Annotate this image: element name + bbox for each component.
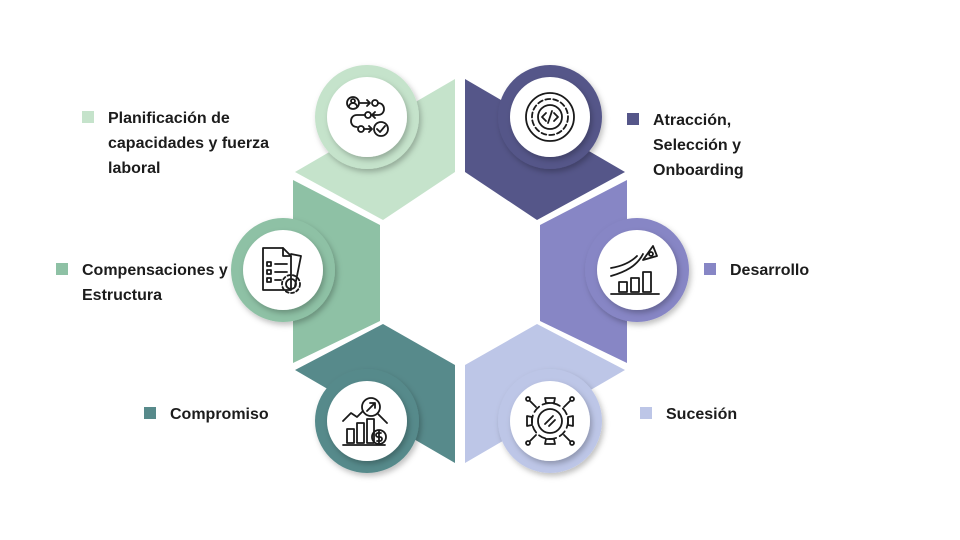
legend-compensaciones: Compensaciones y Estructura bbox=[56, 258, 228, 308]
link-gear-icon bbox=[525, 396, 575, 446]
segment-desarrollo bbox=[540, 180, 627, 363]
circle-inner-sucesion bbox=[510, 381, 590, 461]
segment-compensaciones bbox=[293, 180, 380, 363]
legend-sucesion: Sucesión bbox=[640, 402, 737, 427]
circle-inner-compensaciones bbox=[243, 230, 323, 310]
legend-desarrollo: Desarrollo bbox=[704, 258, 809, 283]
legend-swatch bbox=[144, 407, 156, 419]
legend-swatch bbox=[704, 263, 716, 275]
circle-inner-desarrollo bbox=[597, 230, 677, 310]
documents-gear-icon bbox=[262, 247, 302, 294]
legend-swatch bbox=[82, 111, 94, 123]
rocket-growth-icon bbox=[610, 245, 660, 295]
legend-label: Compromiso bbox=[170, 406, 269, 423]
analytics-money-icon bbox=[342, 397, 388, 446]
legend-atraccion: Atracción, Selección y Onboarding bbox=[627, 108, 744, 183]
workflow-icon bbox=[346, 96, 389, 137]
legend-swatch bbox=[56, 263, 68, 275]
code-gear-icon bbox=[525, 92, 575, 142]
legend-swatch bbox=[627, 113, 639, 125]
legend-label: Planificación de capacidades y fuerza la… bbox=[108, 110, 269, 177]
legend-label: Sucesión bbox=[666, 406, 738, 423]
legend-compromiso: Compromiso bbox=[144, 402, 269, 427]
legend-planificacion: Planificación de capacidades y fuerza la… bbox=[82, 106, 269, 181]
legend-swatch bbox=[640, 407, 652, 419]
legend-label: Desarrollo bbox=[730, 262, 810, 279]
legend-label: Atracción, Selección y Onboarding bbox=[653, 112, 744, 179]
legend-label: Compensaciones y Estructura bbox=[82, 262, 228, 304]
